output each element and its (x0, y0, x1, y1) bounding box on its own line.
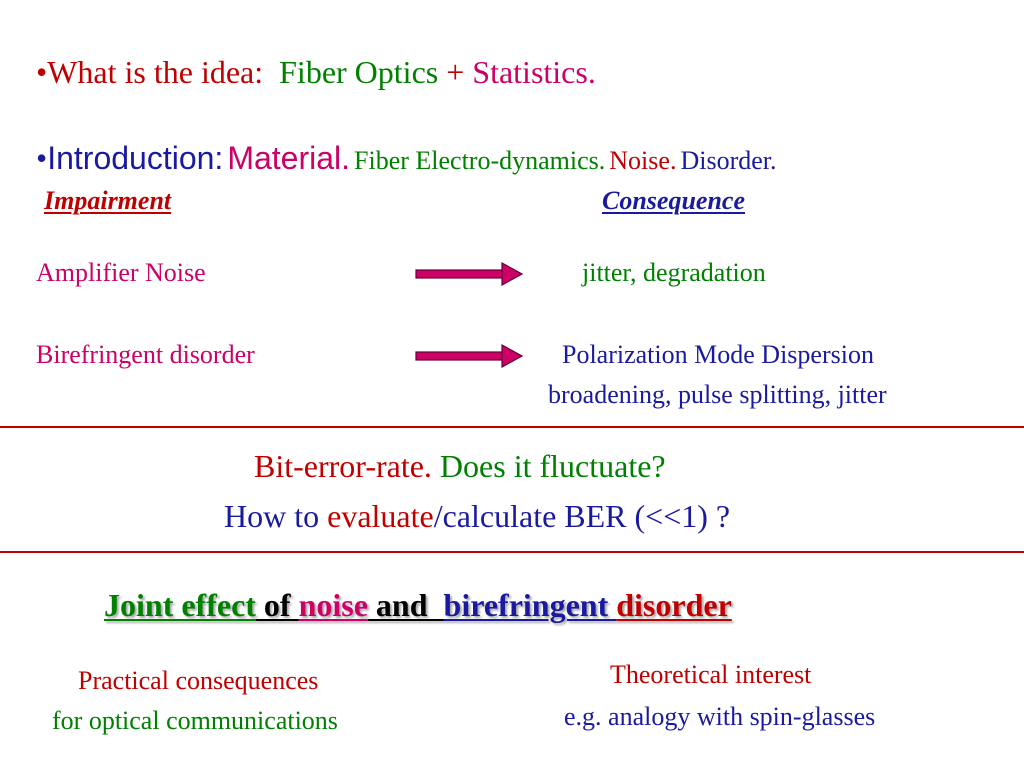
birefringent-word: birefringent (443, 587, 617, 623)
statistics-text: Statistics. (472, 54, 596, 90)
idea-line: •What is the idea: Fiber Optics + Statis… (36, 56, 596, 88)
of-text: of (255, 587, 299, 623)
joint-effect-text: Joint effect (104, 587, 256, 623)
material-text: Material. (227, 140, 351, 176)
arrow-right-icon (415, 344, 524, 368)
noise-word: noise (298, 587, 368, 623)
impairment-birefringent-disorder: Birefringent disorder (36, 340, 255, 369)
noise-text: Noise. (609, 146, 677, 175)
divider-top (0, 426, 1024, 428)
arrow-right-icon (415, 262, 524, 286)
electrodynamics-text: Fiber Electro-dynamics. (354, 146, 606, 175)
disorder-text: Disorder. (680, 146, 777, 175)
consequence-jitter: jitter, degradation (582, 258, 766, 287)
fiber-optics-text: Fiber Optics (279, 54, 439, 90)
consequence-header: Consequence (602, 186, 745, 215)
spin-glasses-analogy: e.g. analogy with spin-glasses (564, 702, 876, 731)
theoretical-interest: Theoretical interest (610, 660, 812, 689)
divider-bottom (0, 551, 1024, 553)
introduction-line: •Introduction: Material. Fiber Electro-d… (36, 142, 777, 174)
how-to-text: How to (224, 498, 320, 534)
impairment-header: Impairment (44, 186, 172, 215)
idea-lead: What is the idea: (47, 54, 264, 90)
and-text: and (367, 587, 444, 623)
joint-effect-headline: Joint effect of noise and birefringent d… (104, 589, 732, 621)
introduction-label: Introduction: (47, 140, 224, 176)
impairment-amplifier-noise: Amplifier Noise (36, 258, 206, 287)
ber-question: Bit-error-rate. Does it fluctuate? (254, 450, 666, 482)
evaluate-text: evaluate (327, 498, 434, 534)
bullet: • (36, 54, 48, 90)
plus-sign: + (446, 54, 465, 90)
ber-evaluate-line: How to evaluate/calculate BER (<<1) ? (224, 500, 730, 532)
optical-communications: for optical communications (52, 706, 338, 735)
consequence-broadening: broadening, pulse splitting, jitter (548, 380, 887, 409)
disorder-word: disorder (616, 587, 732, 623)
bullet: • (36, 140, 48, 176)
fluctuate-question: Does it fluctuate? (439, 448, 666, 484)
practical-consequences: Practical consequences (78, 666, 319, 695)
calculate-ber-text: /calculate BER (<<1) ? (433, 498, 731, 534)
consequence-pmd: Polarization Mode Dispersion (562, 340, 874, 369)
ber-label: Bit-error-rate. (254, 448, 432, 484)
